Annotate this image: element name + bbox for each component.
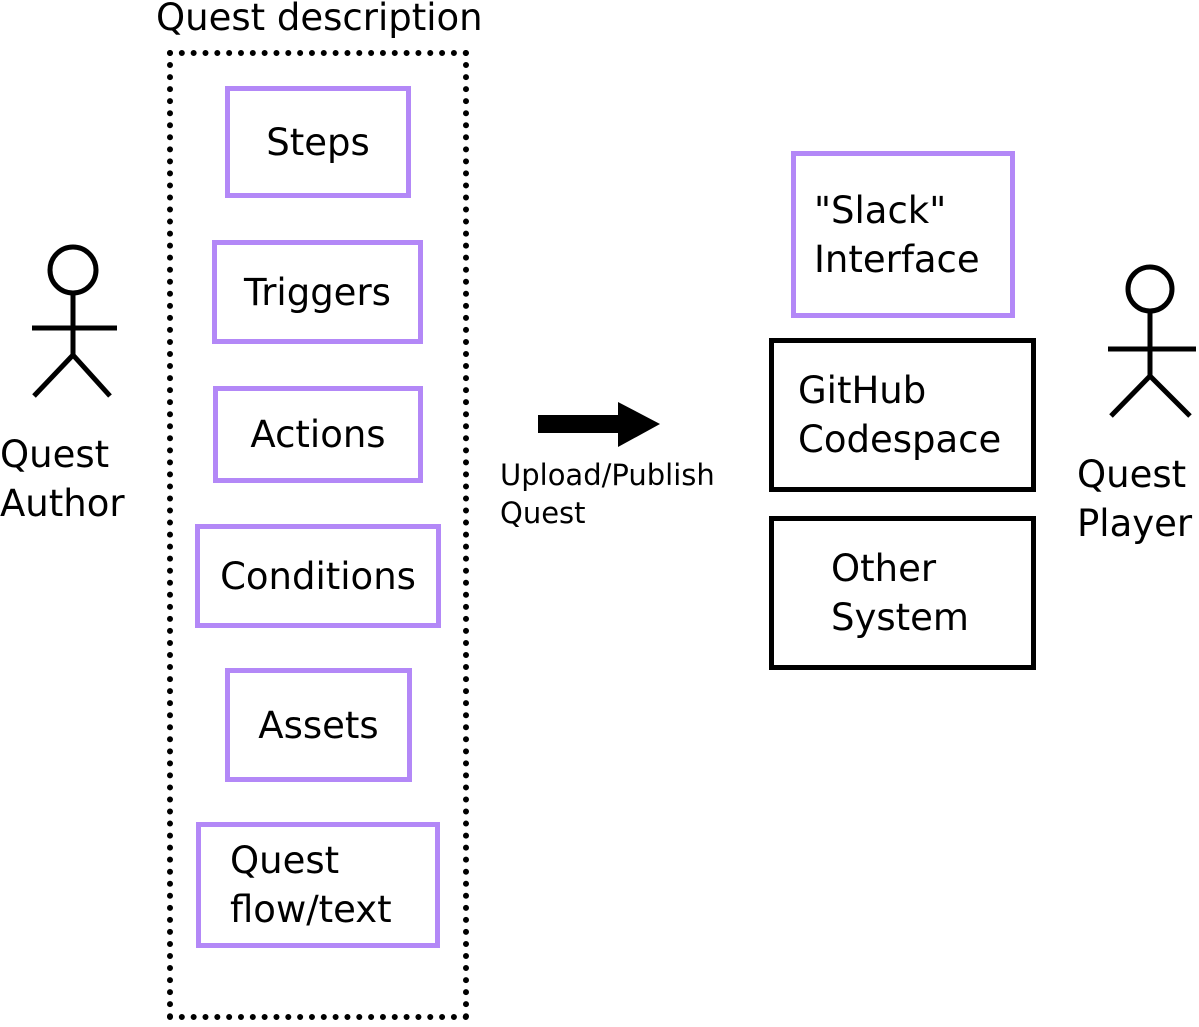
right-arrow-icon [538, 402, 660, 447]
quest-author-label: Quest Author [0, 433, 125, 525]
conditions-label: Conditions [220, 554, 416, 598]
github-codespace-label: GitHub Codespace [798, 369, 1002, 461]
conditions-box: Conditions [195, 524, 441, 628]
quest-player-label: Quest Player [1077, 453, 1193, 545]
quest-flow-text-label: Quest flow/text [230, 839, 392, 931]
steps-box: Steps [225, 86, 411, 198]
assets-label: Assets [258, 703, 379, 747]
other-system-box: Other System [769, 516, 1036, 670]
upload-publish-label: Upload/Publish Quest [500, 458, 715, 530]
triggers-box: Triggers [212, 240, 423, 344]
quest-flow-text-box: Quest flow/text [196, 822, 440, 948]
quest-description-group [167, 50, 469, 1020]
triggers-label: Triggers [244, 270, 391, 314]
slack-interface-label: "Slack" Interface [814, 188, 980, 281]
slack-interface-box: "Slack" Interface [791, 151, 1015, 318]
steps-label: Steps [266, 120, 370, 164]
github-codespace-box: GitHub Codespace [769, 338, 1036, 492]
actions-label: Actions [250, 413, 386, 456]
quest-player-icon [1108, 264, 1196, 418]
quest-author-icon [32, 244, 117, 398]
quest-description-title: Quest description [156, 0, 483, 39]
other-system-label: Other System [831, 547, 969, 639]
assets-box: Assets [225, 668, 412, 782]
actions-box: Actions [213, 386, 423, 483]
